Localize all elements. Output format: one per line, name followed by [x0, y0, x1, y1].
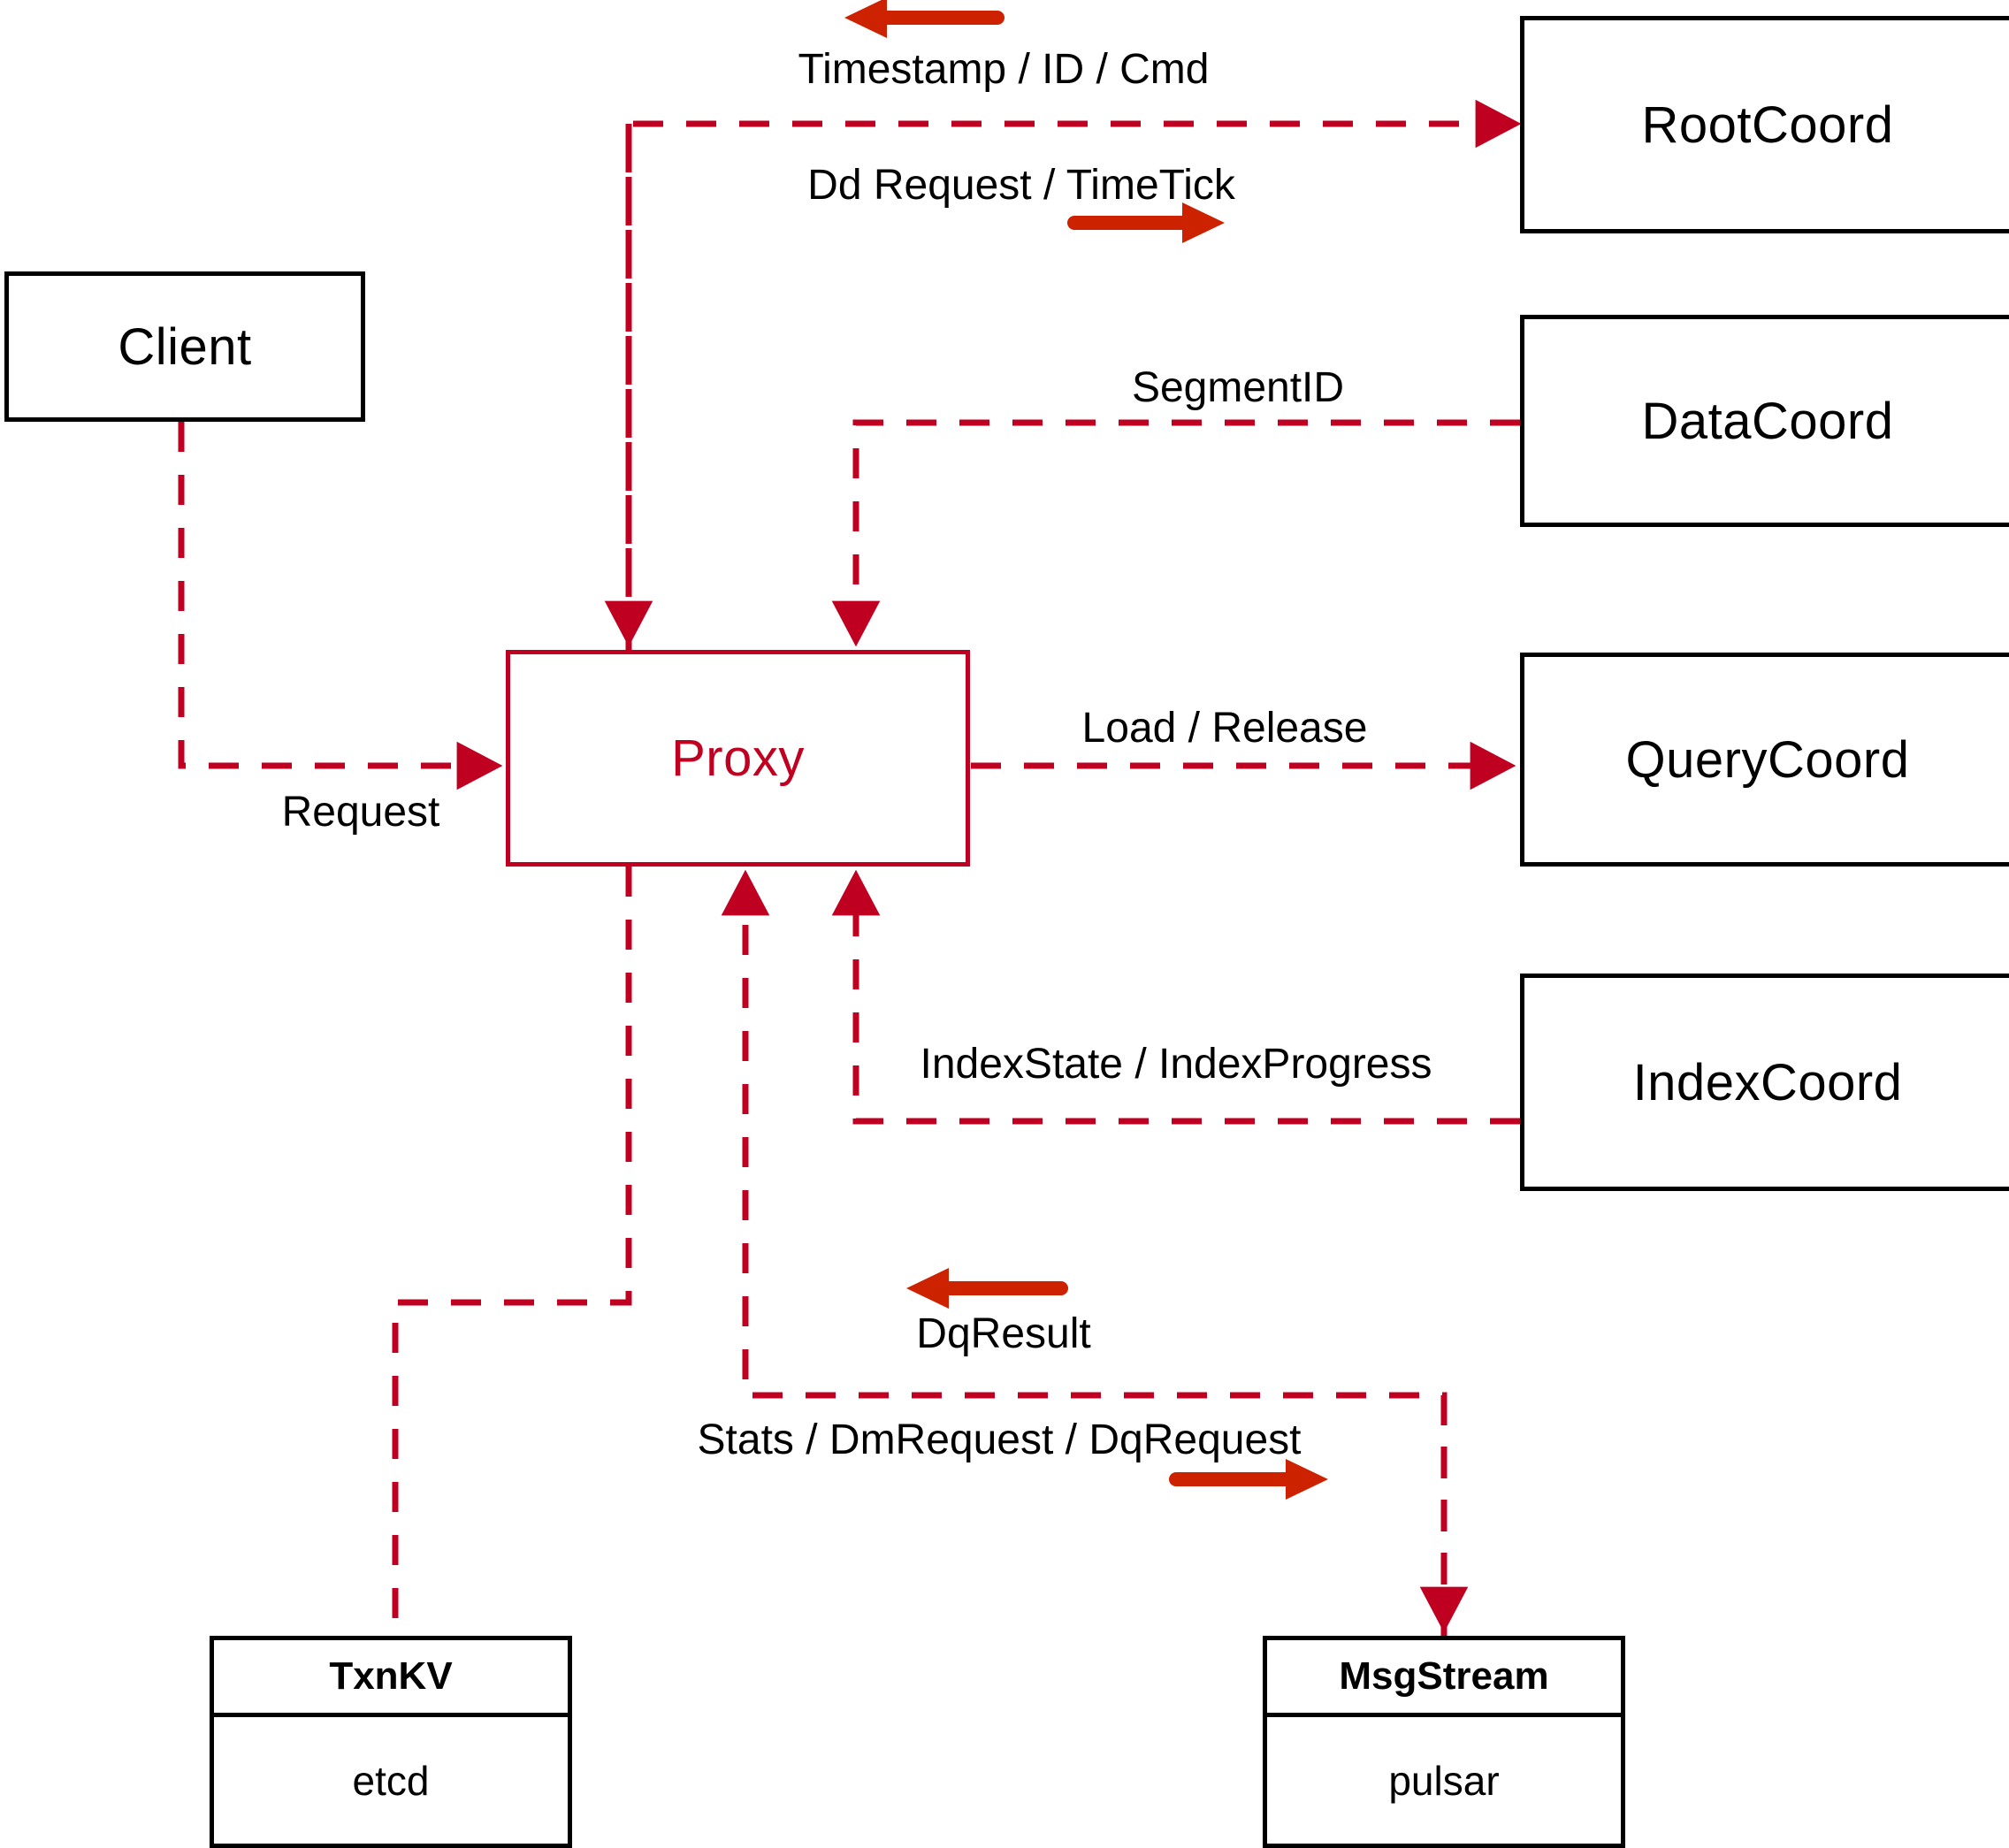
direction-arrow-dmrequest — [1169, 1459, 1328, 1500]
node-query-coord[interactable]: QueryCoord — [1520, 653, 2009, 867]
node-root-coord[interactable]: RootCoord — [1520, 16, 2009, 233]
node-data-coord-label: DataCoord — [1641, 392, 1894, 450]
edge-label-dq-result: DqResult — [916, 1310, 1091, 1357]
node-txnkv-header: TxnKV — [214, 1640, 568, 1717]
node-query-coord-label: QueryCoord — [1625, 730, 1910, 789]
wire-proxy-msgstream — [721, 869, 1469, 1636]
node-client[interactable]: Client — [4, 271, 365, 422]
wire-proxy-to-txnkv — [392, 867, 632, 1636]
node-proxy-label: Proxy — [671, 729, 805, 787]
node-txnkv-body: etcd — [352, 1757, 430, 1804]
node-index-coord-label: IndexCoord — [1632, 1053, 1903, 1111]
node-proxy[interactable]: Proxy — [506, 650, 970, 867]
node-msgstream[interactable]: MsgStream pulsar — [1263, 1636, 1625, 1848]
node-msgstream-body: pulsar — [1388, 1757, 1500, 1804]
edge-label-timestamp-id-cmd: Timestamp / ID / Cmd — [798, 46, 1210, 93]
node-client-label: Client — [118, 317, 252, 376]
direction-arrow-dqresult — [906, 1268, 1068, 1309]
edge-label-segment-id: SegmentID — [1131, 364, 1345, 411]
edge-label-load-release: Load / Release — [1081, 705, 1368, 752]
edge-label-request: Request — [281, 789, 440, 836]
edge-label-index-state-progress: IndexState / IndexProgress — [920, 1041, 1432, 1088]
node-data-coord[interactable]: DataCoord — [1520, 315, 2009, 527]
edge-label-dd-request-timetick: Dd Request / TimeTick — [807, 162, 1235, 209]
wire-datacoord-to-proxy — [831, 419, 1520, 647]
node-index-coord[interactable]: IndexCoord — [1520, 974, 2009, 1191]
direction-arrow-timestamp — [844, 0, 1004, 38]
node-root-coord-label: RootCoord — [1641, 95, 1894, 154]
node-msgstream-header: MsgStream — [1267, 1640, 1621, 1717]
node-txnkv[interactable]: TxnKV etcd — [210, 1636, 572, 1848]
wire-client-to-proxy — [178, 422, 503, 790]
edge-label-stats-dm-dq-request: Stats / DmRequest / DqRequest — [697, 1417, 1302, 1463]
